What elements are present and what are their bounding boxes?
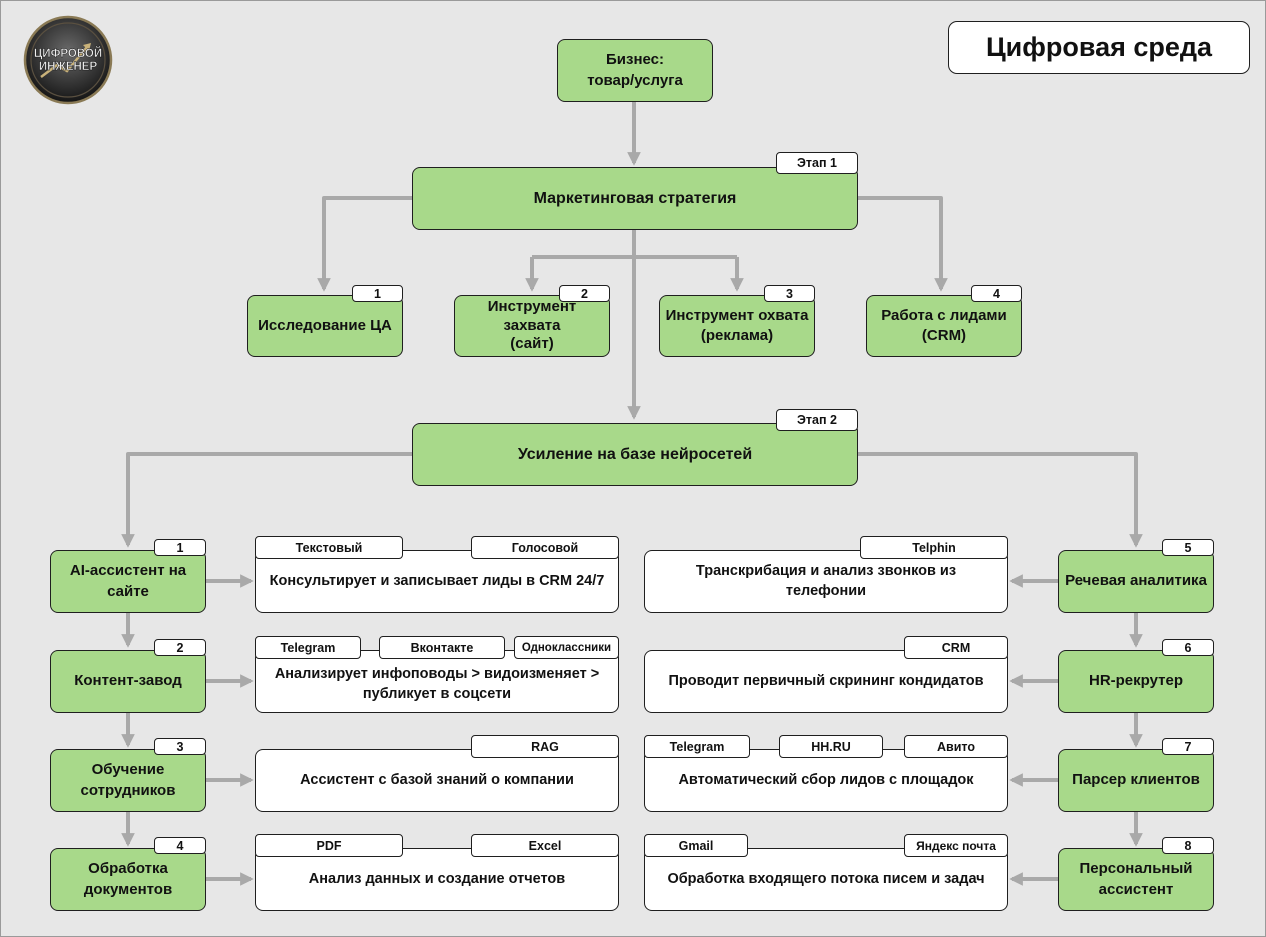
left-item-1-tag-1: Текстовый [255, 536, 403, 559]
right-item-7-desc-text: Автоматический сбор лидов с площадок [678, 771, 974, 788]
right-item-8: Персональный ассистент [1058, 848, 1214, 911]
left-item-2-label: Контент-завод [74, 672, 182, 690]
left-item-2-tag-3: Одноклассники [514, 636, 619, 659]
root-node-label: Бизнес: товар/услуга [587, 51, 683, 89]
right-item-8-desc-text: Обработка входящего потока писем и задач [667, 870, 985, 887]
logo-text-line2: ИНЖЕНЕР [39, 61, 98, 73]
right-item-8-tag-1: Gmail [644, 834, 748, 857]
right-item-5-number: 5 [1162, 539, 1214, 556]
left-item-1-number: 1 [154, 539, 206, 556]
stage1-item-2-label: Инструмент захвата (сайт) [487, 297, 577, 353]
left-item-3-desc-text: Ассистент с базой знаний о компании [300, 771, 574, 788]
left-item-4-number: 4 [154, 837, 206, 854]
left-item-4-desc: Анализ данных и создание отчетов [255, 848, 619, 911]
left-item-2-desc-text: Анализирует инфоповоды > видоизменяет > … [274, 665, 600, 702]
stage2-label: Усиление на базе нейросетей [517, 445, 753, 463]
right-item-7-tag-3: Авито [904, 735, 1008, 758]
stage1-item-3-number: 3 [764, 285, 815, 302]
left-item-2: Контент-завод [50, 650, 206, 713]
stage1-item-3: Инструмент охвата (реклама) [659, 295, 815, 357]
left-item-1-tag-2: Голосовой [471, 536, 619, 559]
stage1-item-4: Работа с лидами (CRM) [866, 295, 1022, 357]
right-item-6-label: HR-рекрутер [1088, 672, 1183, 690]
arrow-stage2-to-right-column [858, 452, 1143, 548]
stage1-node: Маркетинговая стратегия [412, 167, 858, 230]
logo-text-line1: ЦИФРОВОЙ [34, 47, 102, 60]
left-item-1-desc: Консультирует и записывает лиды в CRM 24… [255, 550, 619, 613]
left-item-3-desc: Ассистент с базой знаний о компании [255, 749, 619, 812]
left-item-4-desc-text: Анализ данных и создание отчетов [308, 870, 566, 887]
stage1-item-1: Исследование ЦА [247, 295, 403, 357]
left-item-1-label: AI-ассистент на сайте [69, 562, 187, 600]
right-item-8-number: 8 [1162, 837, 1214, 854]
stage1-tag: Этап 1 [776, 152, 858, 174]
right-item-7-label: Парсер клиентов [1072, 771, 1200, 789]
arrow-stage1-to-item4 [858, 196, 948, 292]
left-item-1: AI-ассистент на сайте [50, 550, 206, 613]
right-item-6-number: 6 [1162, 639, 1214, 656]
left-item-2-tag-1: Telegram [255, 636, 361, 659]
left-item-2-tag-2: Вконтакте [379, 636, 505, 659]
arrow-stage2-to-left-column [121, 452, 412, 548]
right-item-8-desc: Обработка входящего потока писем и задач [644, 848, 1008, 911]
arrow-stage1-to-item1 [317, 196, 412, 292]
root-node: Бизнес: товар/услуга [557, 39, 713, 102]
right-item-5-label: Речевая аналитика [1065, 572, 1207, 590]
stage2-tag: Этап 2 [776, 409, 858, 431]
right-item-6-desc-text: Проводит первичный скрининг кондидатов [668, 672, 984, 689]
logo-emblem-icon: ЦИФРОВОЙ ИНЖЕНЕР [23, 15, 113, 105]
left-item-4-tag-1: PDF [255, 834, 403, 857]
right-item-5: Речевая аналитика [1058, 550, 1214, 613]
right-item-7-tag-1: Telegram [644, 735, 750, 758]
right-item-7-tag-2: HH.RU [779, 735, 883, 758]
stage1-item-4-number: 4 [971, 285, 1022, 302]
stage1-item-1-number: 1 [352, 285, 403, 302]
stage2-node: Усиление на базе нейросетей [412, 423, 858, 486]
logo: ЦИФРОВОЙ ИНЖЕНЕР [23, 15, 113, 105]
left-item-3-number: 3 [154, 738, 206, 755]
connector-stage1-to-item2-3 [532, 230, 737, 259]
stage1-item-1-label: Исследование ЦА [258, 316, 392, 334]
stage1-label: Маркетинговая стратегия [533, 189, 737, 207]
right-item-8-label: Персональный ассистент [1079, 860, 1193, 898]
left-item-3-label: Обучение сотрудников [80, 761, 176, 799]
right-item-6: HR-рекрутер [1058, 650, 1214, 713]
left-item-4-tag-2: Excel [471, 834, 619, 857]
left-item-3-tag-1: RAG [471, 735, 619, 758]
right-item-5-desc: Транскрибация и анализ звонков из телефо… [644, 550, 1008, 613]
left-item-2-desc: Анализирует инфоповоды > видоизменяет > … [255, 650, 619, 713]
right-item-7-desc: Автоматический сбор лидов с площадок [644, 749, 1008, 812]
right-item-5-tag-1: Telphin [860, 536, 1008, 559]
stage1-item-2: Инструмент захвата (сайт) [454, 295, 610, 357]
right-item-7: Парсер клиентов [1058, 749, 1214, 812]
left-item-2-number: 2 [154, 639, 206, 656]
left-item-4: Обработка документов [50, 848, 206, 911]
right-item-5-desc-text: Транскрибация и анализ звонков из телефо… [695, 562, 957, 599]
stage1-item-3-label: Инструмент охвата (реклама) [665, 306, 809, 344]
right-item-6-tag-1: CRM [904, 636, 1008, 659]
left-item-1-desc-text: Консультирует и записывает лиды в CRM 24… [269, 572, 605, 589]
right-item-6-desc: Проводит первичный скрининг кондидатов [644, 650, 1008, 713]
right-item-8-tag-2: Яндекс почта [904, 834, 1008, 857]
stage1-item-2-number: 2 [559, 285, 610, 302]
page-title: Цифровая среда [948, 21, 1250, 74]
right-item-7-number: 7 [1162, 738, 1214, 755]
left-item-4-label: Обработка документов [83, 860, 173, 898]
left-item-3: Обучение сотрудников [50, 749, 206, 812]
stage1-item-4-label: Работа с лидами (CRM) [881, 306, 1007, 344]
